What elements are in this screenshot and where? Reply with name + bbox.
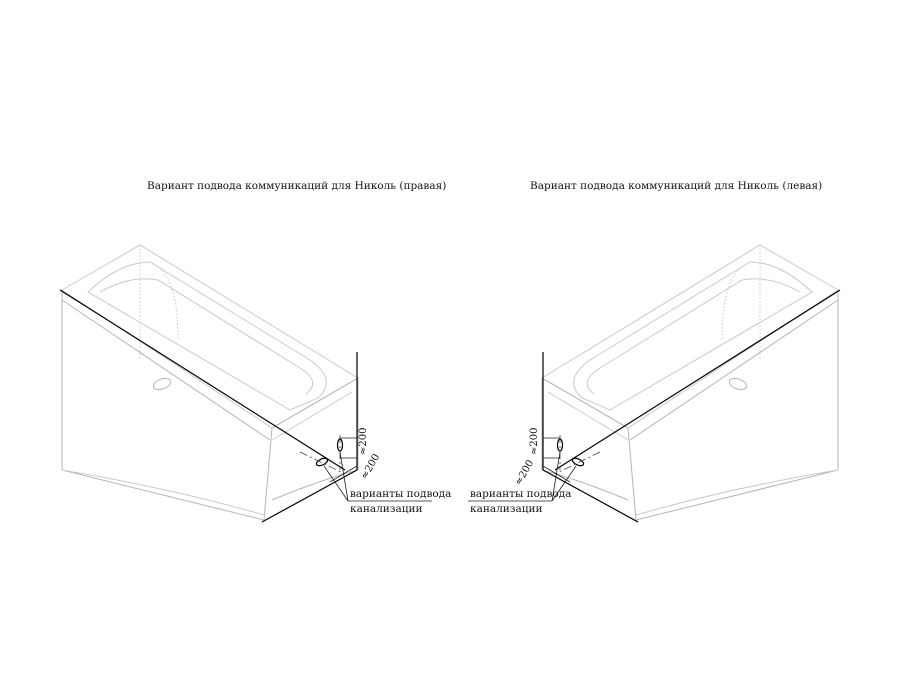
- dim-horizontal-left: ≈200: [513, 458, 536, 487]
- dim-horizontal-right: ≈200: [359, 452, 382, 481]
- bathtub-basin: [573, 261, 813, 411]
- note-drain-line2-left: канализации: [470, 503, 543, 515]
- note-drain-line1-left: варианты подвода: [470, 488, 571, 500]
- side-panel: [541, 377, 629, 501]
- overflow-outlet: [728, 377, 748, 391]
- bathtub-basin: [87, 261, 327, 411]
- wall-line-long: [59, 289, 346, 471]
- title-left-variant: Вариант подвода коммуникаций для Николь …: [530, 180, 823, 192]
- front-panel: [627, 290, 839, 521]
- overflow-outlet: [152, 377, 172, 391]
- dim-vertical-left: ≈200: [529, 428, 540, 455]
- note-drain-line2-right: канализации: [350, 503, 423, 515]
- wall-line-long: [554, 289, 841, 471]
- title-right-variant: Вариант подвода коммуникаций для Николь …: [147, 180, 447, 192]
- dim-vertical-right: ≈200: [358, 428, 369, 455]
- side-panel: [271, 377, 359, 501]
- drain-fitting-lower: [571, 457, 585, 467]
- note-drain-line1-right: варианты подвода: [350, 488, 451, 500]
- bathtub-left-drawing: ≈200 ≈200 варианты подвода канализации: [468, 244, 841, 523]
- wall-line-floor: [542, 469, 639, 523]
- bathtub-right-drawing: ≈200 ≈200 варианты подвода канализации: [59, 244, 451, 523]
- front-panel: [61, 290, 273, 521]
- bathtub-rim: [61, 244, 359, 429]
- wall-line-floor: [261, 469, 358, 523]
- bathtub-rim: [541, 244, 839, 429]
- drain-fitting-lower: [315, 457, 329, 467]
